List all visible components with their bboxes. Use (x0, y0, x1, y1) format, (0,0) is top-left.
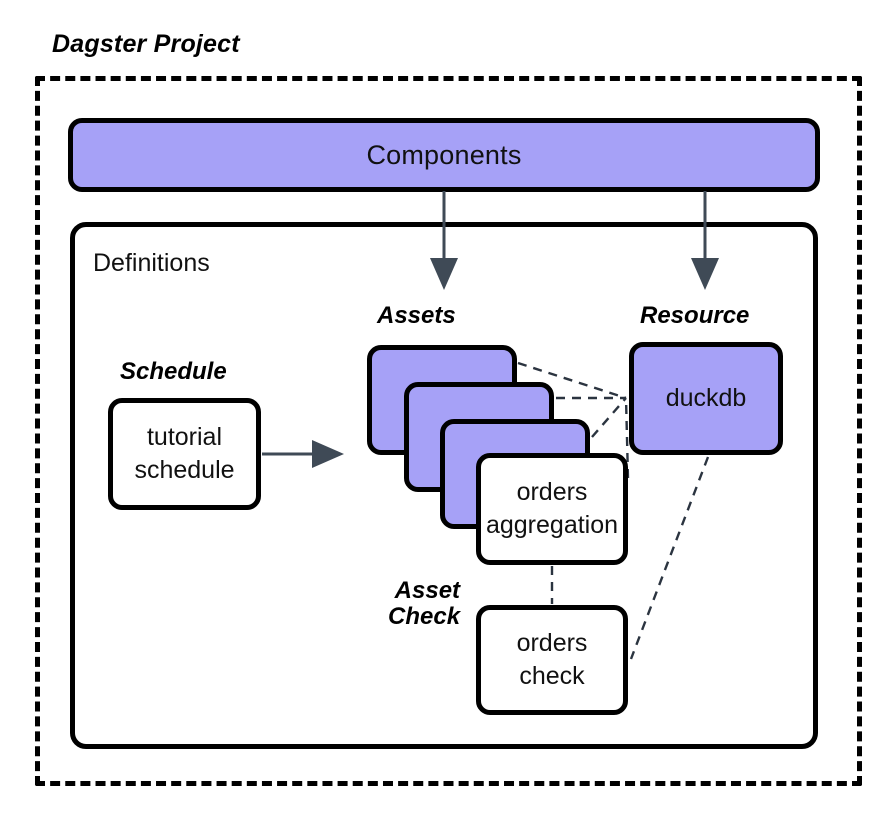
project-boundary (35, 76, 862, 786)
asset-check-card-line2: check (519, 662, 585, 690)
components-label: Components (366, 139, 522, 170)
assets-group-label: Assets (377, 302, 456, 329)
schedule-card-tutorial-schedule[interactable]: tutorial schedule (108, 398, 261, 510)
asset-card-orders-aggregation-line1: orders (516, 478, 588, 506)
asset-card-orders-aggregation[interactable]: orders aggregation (476, 453, 628, 565)
definitions-label: Definitions (93, 249, 210, 277)
asset-check-group-label-line1: Asset (394, 577, 461, 604)
resource-group-label: Resource (640, 302, 750, 329)
resource-card-duckdb[interactable]: duckdb (629, 342, 783, 455)
asset-check-group-label: Asset Check (388, 578, 460, 630)
asset-check-card-line1: orders (516, 629, 588, 657)
schedule-card-line1: tutorial (146, 423, 223, 451)
asset-check-card-orders-check[interactable]: orders check (476, 605, 628, 715)
schedule-group-label: Schedule (120, 358, 227, 385)
components-box[interactable]: Components (68, 118, 820, 192)
asset-card-orders-aggregation-line2: aggregation (485, 511, 619, 539)
resource-card-duckdb-label: duckdb (665, 384, 747, 412)
asset-check-group-label-line2: Check (388, 602, 461, 630)
schedule-card-line2: schedule (134, 456, 235, 484)
project-title: Dagster Project (52, 30, 240, 58)
